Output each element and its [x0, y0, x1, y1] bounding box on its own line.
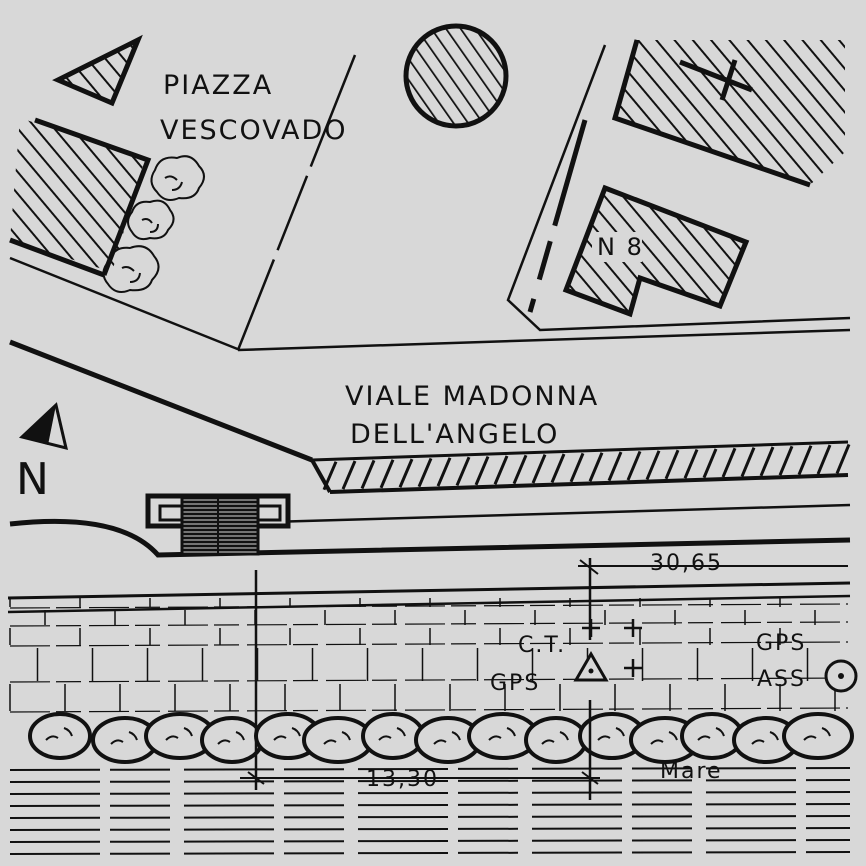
label-street-line1: VIALE MADONNA: [345, 381, 599, 412]
north-arrow-icon: [18, 402, 69, 451]
sea-lines: [9, 767, 851, 855]
label-gps-right: GPS: [756, 631, 806, 656]
label-sea: Mare: [660, 759, 723, 784]
piazza-boundaries: [9, 54, 851, 352]
monument-circle: [403, 23, 509, 129]
sidewalk-hatch: [322, 443, 851, 491]
breakwater-rocks: [28, 712, 854, 764]
sea-wall: [7, 581, 851, 713]
circle-benchmark-icon: [824, 659, 858, 693]
label-ct: C.T.: [518, 633, 566, 658]
label-ass: ASS: [757, 667, 806, 692]
label-bottom-distance: 13,30: [366, 767, 439, 792]
church-building: [611, 39, 845, 188]
landing-steps: [9, 493, 851, 558]
label-piazza: PIAZZA: [163, 70, 273, 101]
building-left: [9, 117, 152, 278]
label-gps-left: GPS: [490, 671, 540, 696]
road: [9, 339, 849, 494]
label-street-line2: DELL'ANGELO: [350, 419, 559, 450]
label-vescovado: VESCOVADO: [160, 115, 348, 146]
dimension-lines: [240, 558, 848, 800]
trees: [102, 155, 205, 293]
building-top-left: [52, 34, 143, 107]
survey-crosses: [582, 619, 642, 677]
building-n8: [562, 184, 750, 318]
label-top-distance: 30,65: [650, 551, 723, 576]
label-north: N: [16, 454, 49, 505]
triangle-benchmark-icon: [573, 650, 609, 682]
block-edges: [506, 44, 851, 332]
label-building-number: N 8: [597, 233, 644, 261]
cross-mark-icon: [679, 59, 753, 101]
